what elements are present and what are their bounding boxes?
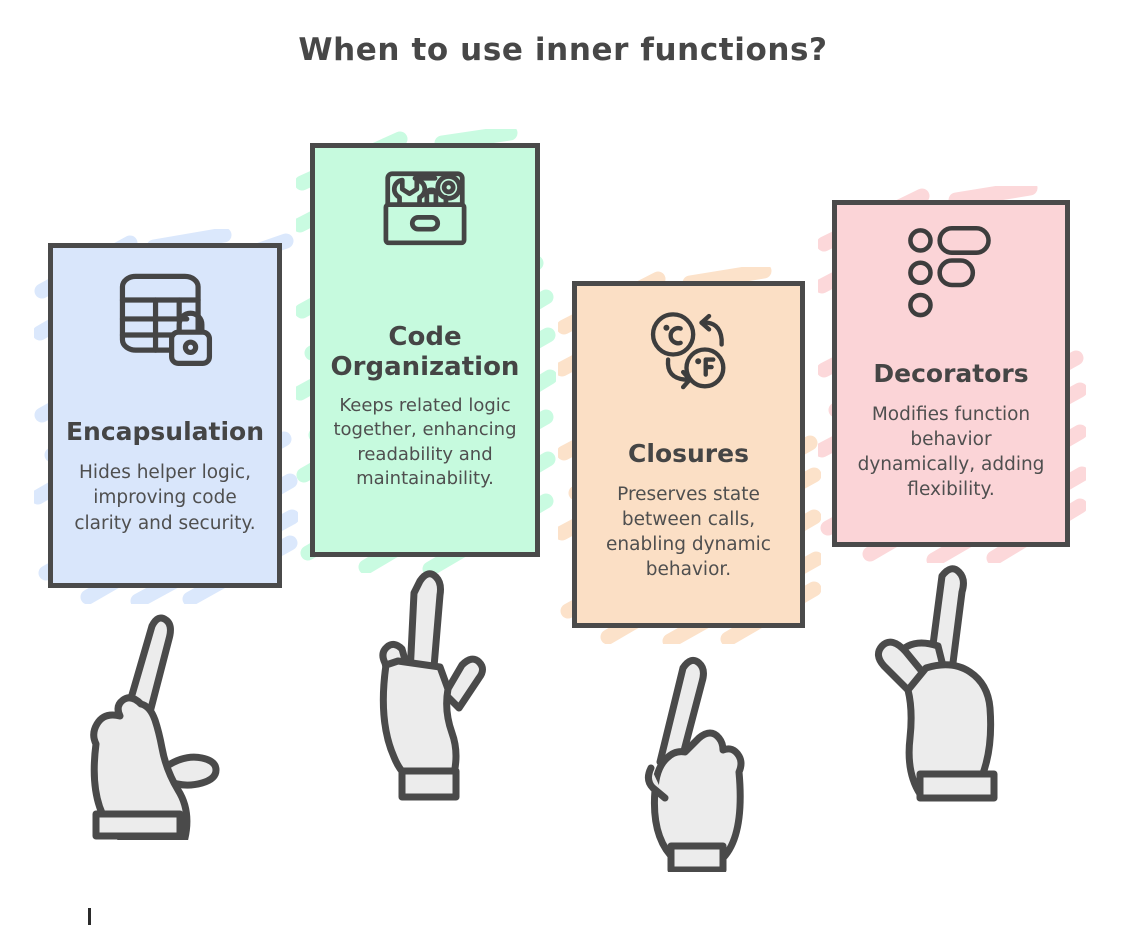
toggle-settings-icon bbox=[908, 226, 991, 318]
card-title-closures: Closures bbox=[628, 438, 749, 468]
card-surface-code-organization: Code Organization Keeps related logic to… bbox=[310, 143, 540, 557]
pointing-up-thumb-out-hand-icon bbox=[875, 565, 998, 802]
text-cursor-artifact bbox=[88, 908, 91, 925]
card-description-code-organization: Keeps related logic together, enhancing … bbox=[333, 394, 517, 490]
card-closures[interactable]: Closures Preserves state between calls, … bbox=[558, 267, 821, 644]
celsius-fahrenheit-convert-icon bbox=[650, 312, 725, 390]
card-title-decorators: Decorators bbox=[873, 358, 1029, 388]
card-title-code-organization: Code Organization bbox=[330, 321, 520, 382]
card-code-organization[interactable]: Code Organization Keeps related logic to… bbox=[296, 129, 556, 573]
card-surface-closures: Closures Preserves state between calls, … bbox=[572, 281, 805, 628]
pointing-up-right-hand-icon bbox=[90, 614, 220, 840]
page-title: When to use inner functions? bbox=[298, 32, 828, 68]
card-encapsulation[interactable]: Encapsulation Hides helper logic, improv… bbox=[34, 229, 298, 604]
card-surface-decorators: Decorators Modifies function behavior dy… bbox=[832, 200, 1070, 547]
pointing-up-hand-icon bbox=[379, 570, 486, 801]
index-finger-up-fist-hand-icon bbox=[644, 656, 745, 872]
card-description-encapsulation: Hides helper logic, improving code clari… bbox=[74, 462, 256, 534]
card-surface-encapsulation: Encapsulation Hides helper logic, improv… bbox=[48, 243, 282, 588]
toolbox-icon bbox=[383, 171, 467, 246]
database-table-lock-icon bbox=[119, 273, 213, 366]
card-title-encapsulation: Encapsulation bbox=[65, 417, 265, 447]
card-description-decorators: Modifies function behavior dynamically, … bbox=[857, 403, 1045, 501]
card-decorators[interactable]: Decorators Modifies function behavior dy… bbox=[818, 186, 1086, 563]
card-description-closures: Preserves state between calls, enabling … bbox=[606, 483, 771, 581]
